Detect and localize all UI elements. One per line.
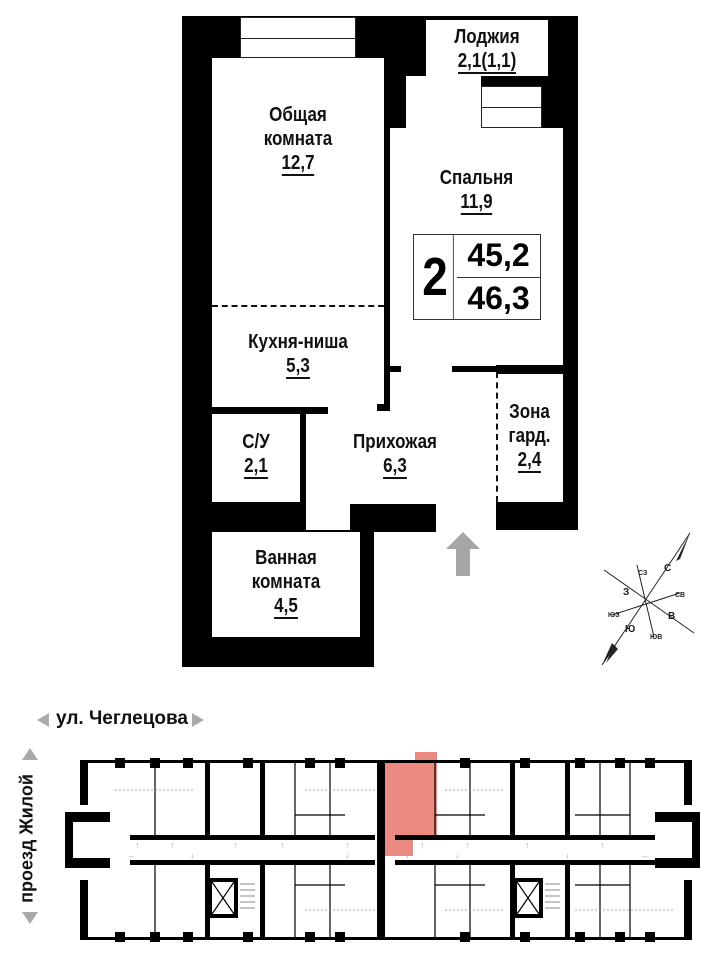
hallway-passage bbox=[306, 500, 350, 530]
compass-ne: СВ bbox=[675, 592, 685, 599]
room-label-hallway: Прихожая 6,3 bbox=[353, 431, 437, 479]
hallway-area bbox=[306, 374, 496, 504]
svg-text:↓: ↓ bbox=[190, 850, 195, 860]
wardrobe-area bbox=[496, 374, 563, 502]
wc-area bbox=[212, 414, 300, 502]
svg-text:↑: ↑ bbox=[600, 840, 605, 850]
svg-text:←: ← bbox=[127, 850, 136, 860]
svg-text:↓: ↓ bbox=[345, 850, 350, 860]
street-name-left: проезд Жилой bbox=[16, 774, 37, 903]
loggia-area bbox=[426, 20, 548, 76]
room-label-wc: С/У 2,1 bbox=[242, 431, 270, 479]
arrow-up-icon bbox=[446, 532, 480, 576]
window bbox=[481, 86, 542, 128]
wall bbox=[350, 504, 436, 532]
entrance-gap bbox=[436, 500, 496, 535]
wall bbox=[212, 502, 306, 532]
kitchen-divider bbox=[212, 305, 384, 307]
living-area: 45,2 bbox=[457, 235, 540, 278]
svg-text:↑: ↑ bbox=[135, 840, 140, 850]
compass-icon: С СВ В ЮВ Ю ЮЗ З СЗ bbox=[601, 532, 695, 666]
partition bbox=[384, 128, 390, 410]
partition bbox=[212, 407, 328, 414]
room-label-loggia: Лоджия 2,1(1,1) bbox=[454, 26, 520, 74]
svg-text:↑: ↑ bbox=[233, 840, 238, 850]
rooms-count: 2 bbox=[417, 235, 454, 319]
compass-nw: СЗ bbox=[638, 570, 648, 577]
room-label-bathroom: Ванная комната 4,5 bbox=[251, 547, 321, 619]
svg-text:↑: ↑ bbox=[465, 840, 470, 850]
svg-text:→: → bbox=[640, 850, 649, 860]
svg-text:↑: ↑ bbox=[420, 840, 425, 850]
partition bbox=[390, 366, 401, 372]
compass-se: ЮВ bbox=[650, 634, 662, 641]
bathroom-area bbox=[212, 532, 360, 637]
compass-n: С bbox=[664, 563, 671, 574]
wardrobe-divider bbox=[496, 372, 498, 502]
total-area: 46,3 bbox=[467, 279, 530, 316]
svg-text:↓: ↓ bbox=[455, 850, 460, 860]
wall bbox=[496, 502, 578, 530]
svg-text:↑: ↑ bbox=[170, 840, 175, 850]
partition bbox=[300, 407, 306, 433]
window bbox=[240, 17, 356, 58]
compass-e: В bbox=[668, 611, 675, 622]
building-floor-plan: ↑ ↑ ↑ ↑ ↑ ↑ ↑ ↑ ↑ ← ↓ ↓ ↓ ↓ ↓ → bbox=[65, 752, 700, 942]
compass-s: Ю bbox=[625, 624, 635, 635]
street-name-top: ул. Чеглецова bbox=[56, 708, 188, 729]
highlighted-apartment[interactable] bbox=[385, 762, 437, 838]
arrow-down-icon bbox=[22, 912, 38, 924]
room-label-wardrobe: Зона гард. 2,4 bbox=[508, 401, 551, 473]
svg-text:↓: ↓ bbox=[565, 850, 570, 860]
compass-sw: ЮЗ bbox=[608, 612, 620, 619]
highlighted-apartment[interactable] bbox=[385, 838, 413, 856]
arrow-left-icon bbox=[37, 713, 49, 727]
arrow-up-icon bbox=[22, 748, 38, 760]
svg-text:↑: ↑ bbox=[345, 840, 350, 850]
svg-text:↑: ↑ bbox=[525, 840, 530, 850]
partition bbox=[300, 478, 306, 502]
loggia-passage bbox=[406, 76, 481, 128]
partition bbox=[377, 404, 390, 411]
apartment-summary: 2 45,2 46,3 bbox=[413, 234, 541, 320]
room-label-kitchen: Кухня-ниша 5,3 bbox=[248, 331, 348, 379]
arrow-right-icon bbox=[192, 713, 204, 727]
compass-w: З bbox=[623, 587, 629, 598]
partition bbox=[452, 366, 563, 372]
svg-text:↑: ↑ bbox=[280, 840, 285, 850]
svg-text:↓: ↓ bbox=[405, 850, 410, 860]
room-label-living-room: Общая комната 12,7 bbox=[263, 104, 333, 176]
room-label-bedroom: Спальня 11,9 bbox=[439, 167, 514, 215]
